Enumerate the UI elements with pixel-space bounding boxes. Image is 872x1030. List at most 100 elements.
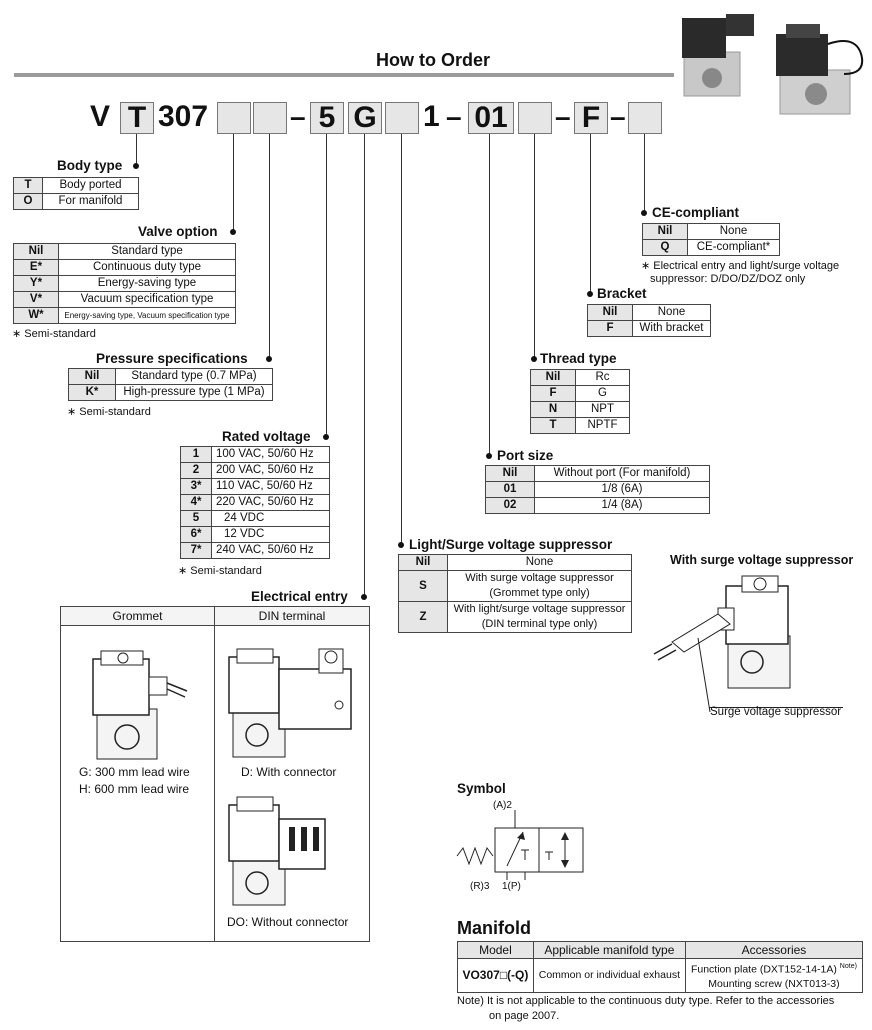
light-surge-heading: Light/Surge voltage suppressor [409,537,613,552]
surge-label-underline [709,707,843,708]
code-box-thread [518,102,552,134]
grommet-header: Grommet [61,607,214,626]
leader-port [489,134,490,456]
code-cell: V* [13,291,59,308]
desc-cell: NPT [575,401,630,418]
valve-product-image [682,14,864,115]
desc-cell: 240 VAC, 50/60 Hz [211,542,330,559]
leader-dot [486,453,492,459]
code-cell: Nil [587,304,633,321]
code-cell: N [530,401,576,418]
manifold-accessories: Function plate (DXT152-14-1A) Note) Moun… [684,958,864,993]
din-caption-do: DO: Without connector [227,915,349,929]
code-cell: 01 [485,481,535,498]
code-box-entry: G [348,102,382,134]
desc-cell: 100 VAC, 50/60 Hz [211,446,330,463]
code-cell: O [13,193,43,210]
code-cell: 7* [180,542,212,559]
desc-cell: Rc [575,369,630,386]
leader-bracket [590,134,591,294]
valve-option-heading: Valve option [138,224,218,239]
grommet-valve-image [92,650,188,760]
desc-cell: Continuous duty type [58,259,236,276]
symbol-port-r3: (R)3 [470,881,490,892]
accessory-1: Function plate (DXT152-14-1A) [690,963,837,976]
code-cell: Nil [68,368,116,385]
desc-cell: None [447,554,632,571]
col-header: Accessories [684,941,864,959]
symbol-port-a2: (A)2 [493,800,512,811]
manifold-note-2: on page 2007. [489,1010,560,1022]
code-cell: K* [68,384,116,401]
din-caption-d: D: With connector [241,765,337,779]
title-rule [14,73,674,77]
code-cell: T [530,417,576,434]
surge-valve-image [653,575,791,712]
pressure-heading: Pressure specifications [96,351,248,366]
code-v: V [90,100,111,133]
leader-dot [133,163,139,169]
desc-cell: Energy-saving type [58,275,236,292]
leader-dot [266,356,272,362]
code-box-port: 01 [468,102,514,134]
desc-cell: Vacuum specification type [58,291,236,308]
leader-dot [641,210,647,216]
code-dash: – [555,101,571,132]
desc-cell: NPTF [575,417,630,434]
code-box-voltage: 5 [310,102,344,134]
code-cell: F [587,320,633,337]
code-dash: – [610,101,626,132]
desc-cell: Body ported [42,177,139,194]
desc-cell: 1/4 (8A) [534,497,710,514]
code-307: 307 [158,100,209,133]
din-without-connector-image [228,796,326,906]
desc-cell: High-pressure type (1 MPa) [115,384,273,401]
desc-cell: Energy-saving type, Vacuum specification… [58,307,236,324]
code-cell: W* [13,307,59,324]
desc-cell: Standard type (0.7 MPa) [115,368,273,385]
code-cell: 2 [180,462,212,479]
code-cell: S [398,570,448,602]
leader-voltage [326,134,327,437]
leader-ce [644,134,645,214]
column-divider [214,607,215,941]
manifold-model: VO307□(-Q) [457,958,534,993]
code-box-pressure [253,102,287,134]
leader-dot [361,594,367,600]
surge-label: Surge voltage suppressor [710,706,842,718]
desc-cell: 1/8 (6A) [534,481,710,498]
rated-voltage-heading: Rated voltage [222,429,311,444]
ce-note-1: ∗ Electrical entry and light/surge volta… [641,260,840,272]
desc-cell: With bracket [632,320,711,337]
code-cell: 3* [180,478,212,495]
valve-symbol-diagram [456,810,584,880]
code-cell: Nil [398,554,448,571]
desc-cell: None [687,223,780,240]
desc-cell: 24 VDC [211,510,330,527]
code-cell: T [13,177,43,194]
thread-type-heading: Thread type [540,351,617,366]
grommet-caption-g: G: 300 mm lead wire [79,765,190,779]
code-cell: Z [398,601,448,633]
leader-dot [531,356,537,362]
col-header: Applicable manifold type [532,941,686,959]
code-dash: – [290,101,306,132]
desc-cell: With surge voltage suppressor (Grommet t… [447,570,632,602]
code-cell: E* [13,259,59,276]
symbol-heading: Symbol [457,781,506,796]
code-cell: Nil [642,223,688,240]
code-box-valve-option [217,102,251,134]
desc-cell: None [632,304,711,321]
ce-heading: CE-compliant [652,205,740,220]
manifold-heading: Manifold [457,918,531,938]
ce-note-2: suppressor: D/DO/DZ/DOZ only [650,273,806,285]
accessory-2: Mounting screw (NXT013-3) [708,977,840,990]
accessory-1-note: Note) [839,963,857,970]
symbol-port-p1: 1(P) [502,881,521,892]
